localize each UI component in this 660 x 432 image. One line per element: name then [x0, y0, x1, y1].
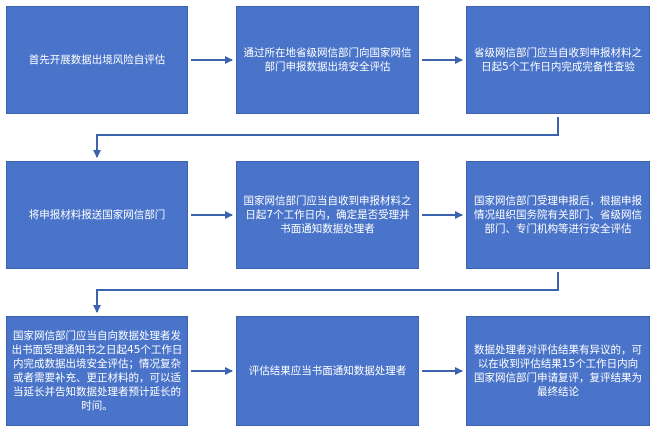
step-3-text: 省级网信部门应当自收到申报材料之日起5个工作日内完成完备性查验 [474, 47, 642, 73]
step-2-text: 通过所在地省级网信部门向国家网信部门申报数据出境安全评估 [243, 47, 412, 73]
step-4-text: 将申报材料报送国家网信部门 [28, 209, 166, 221]
step-4-submit-to-national: 将申报材料报送国家网信部门 [6, 161, 188, 269]
step-9-text: 数据处理者对评估结果有异议的，可以在收到评估结果15个工作日内向国家网信部门申请… [474, 344, 642, 398]
step-1-text: 首先开展数据出境风险自评估 [28, 54, 166, 66]
step-3-completeness-check: 省级网信部门应当自收到申报材料之日起5个工作日内完成完备性查验 [466, 6, 650, 114]
step-6-security-assessment: 国家网信部门受理申报后，根据申报情况组织国务院有关部门、省级网信部门、专门机构等… [466, 161, 650, 269]
step-1-self-assessment: 首先开展数据出境风险自评估 [6, 6, 188, 114]
step-8-text: 评估结果应当书面通知数据处理者 [248, 365, 407, 377]
arrow-3-to-4 [93, 117, 559, 158]
step-9-re-assessment: 数据处理者对评估结果有异议的，可以在收到评估结果15个工作日内向国家网信部门申请… [466, 316, 650, 426]
step-6-text: 国家网信部门受理申报后，根据申报情况组织国务院有关部门、省级网信部门、专门机构等… [474, 195, 642, 235]
step-8-notify-result: 评估结果应当书面通知数据处理者 [236, 316, 419, 426]
step-2-declare-via-provincial: 通过所在地省级网信部门向国家网信部门申报数据出境安全评估 [236, 6, 419, 114]
step-7-assessment-deadline: 国家网信部门应当自向数据处理者发出书面受理通知书之日起45个工作日内完成数据出境… [6, 316, 188, 426]
arrow-6-to-7 [93, 272, 559, 313]
step-7-text: 国家网信部门应当自向数据处理者发出书面受理通知书之日起45个工作日内完成数据出境… [11, 330, 183, 412]
step-5-acceptance-decision: 国家网信部门应当自收到申报材料之日起7个工作日内，确定是否受理并书面通知数据处理… [236, 161, 419, 269]
step-5-text: 国家网信部门应当自收到申报材料之日起7个工作日内，确定是否受理并书面通知数据处理… [243, 195, 412, 235]
